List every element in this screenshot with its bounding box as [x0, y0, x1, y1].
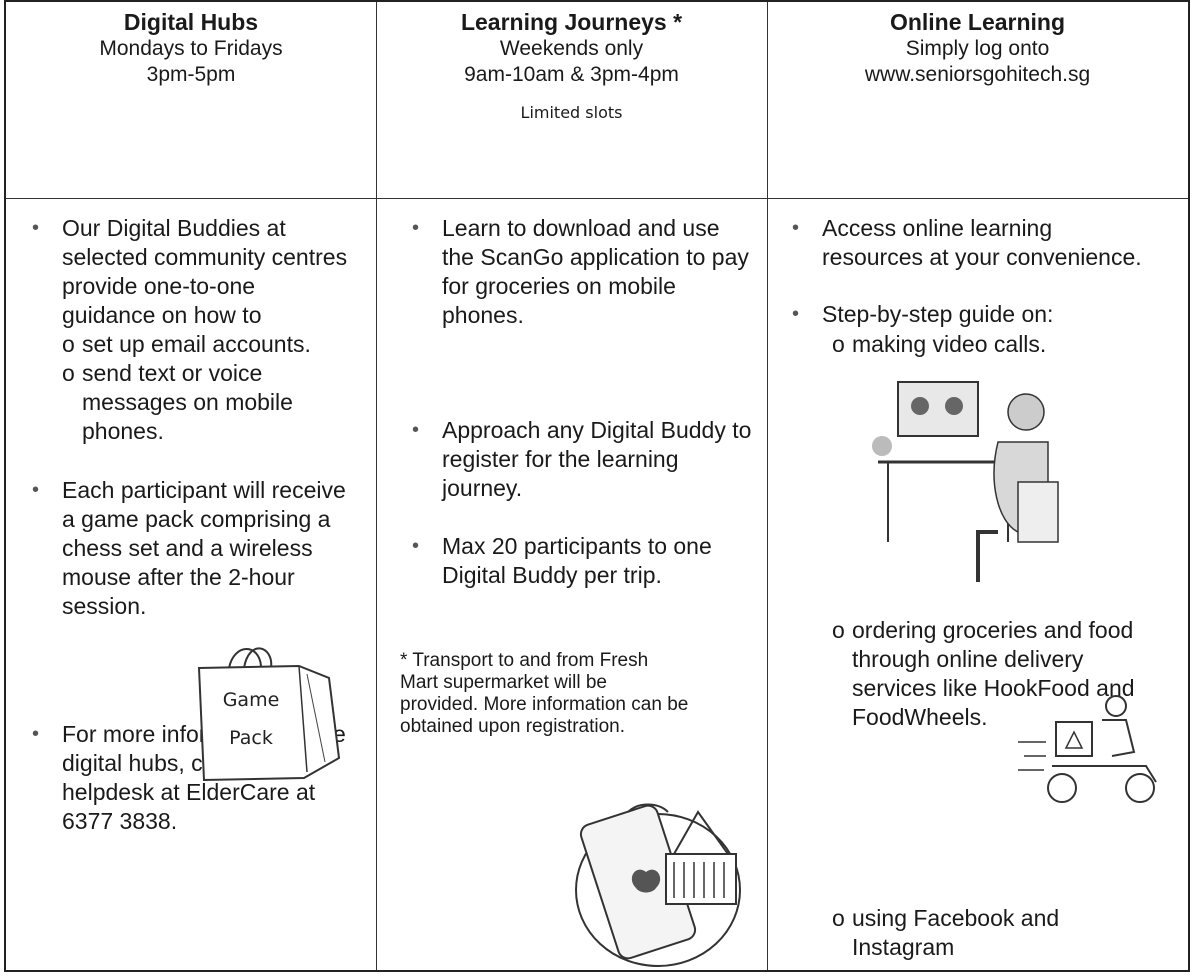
- list-item: Step-by-step guide on:: [792, 300, 1162, 329]
- column-title: Online Learning: [889, 9, 1066, 35]
- scango-phone-basket-icon: [575, 803, 741, 967]
- column-title: Digital Hubs: [123, 9, 259, 35]
- login-instruction: Simply log onto: [905, 37, 1050, 60]
- schedule-time: 3pm-5pm: [146, 63, 236, 86]
- sub-list-item: ordering groceries and food through onli…: [832, 616, 1172, 732]
- info-table: Digital Hubs Mondays to Fridays 3pm-5pm …: [4, 0, 1190, 972]
- header-digital-hubs: Digital Hubs Mondays to Fridays 3pm-5pm: [6, 8, 376, 88]
- website-url: www.seniorsgohitech.sg: [864, 63, 1091, 86]
- column-title: Learning Journeys *: [460, 9, 683, 35]
- game-pack-label: Pack: [229, 727, 273, 749]
- schedule-days: Mondays to Fridays: [99, 37, 283, 60]
- sub-list-item: send text or voice messages on mobile ph…: [62, 359, 312, 446]
- header-online-learning: Online Learning Simply log onto www.seni…: [767, 8, 1188, 88]
- header-row-divider: [6, 198, 1188, 199]
- sub-list-item: using Facebook and Instagram: [832, 904, 1152, 962]
- delivery-scooter-icon: [1018, 695, 1157, 803]
- header-learning-journeys: Learning Journeys * Weekends only 9am-10…: [376, 8, 767, 126]
- list-item: Each participant will receive a game pac…: [32, 476, 352, 621]
- list-item: Our Digital Buddies at selected communit…: [32, 214, 352, 330]
- schedule-days: Weekends only: [499, 37, 644, 60]
- column-divider-1: [376, 2, 377, 970]
- schedule-time: 9am-10am & 3pm-4pm: [464, 63, 679, 86]
- column-divider-2: [767, 2, 768, 970]
- video-call-person-icon: [872, 381, 1059, 582]
- sub-list-item: making video calls.: [832, 330, 1172, 359]
- list-item: Approach any Digital Buddy to register f…: [412, 416, 752, 503]
- limited-slots-note: Limited slots: [520, 103, 623, 122]
- list-item: Access online learning resources at your…: [792, 214, 1152, 272]
- list-item: Learn to download and use the ScanGo app…: [412, 214, 752, 330]
- game-pack-label: Game: [223, 689, 280, 711]
- sub-list-item: set up email accounts.: [62, 330, 362, 359]
- list-item: Max 20 participants to one Digital Buddy…: [412, 532, 732, 590]
- transport-footnote: * Transport to and from Fresh Mart super…: [400, 650, 689, 737]
- game-pack-bag-icon: Game Pack: [197, 647, 341, 782]
